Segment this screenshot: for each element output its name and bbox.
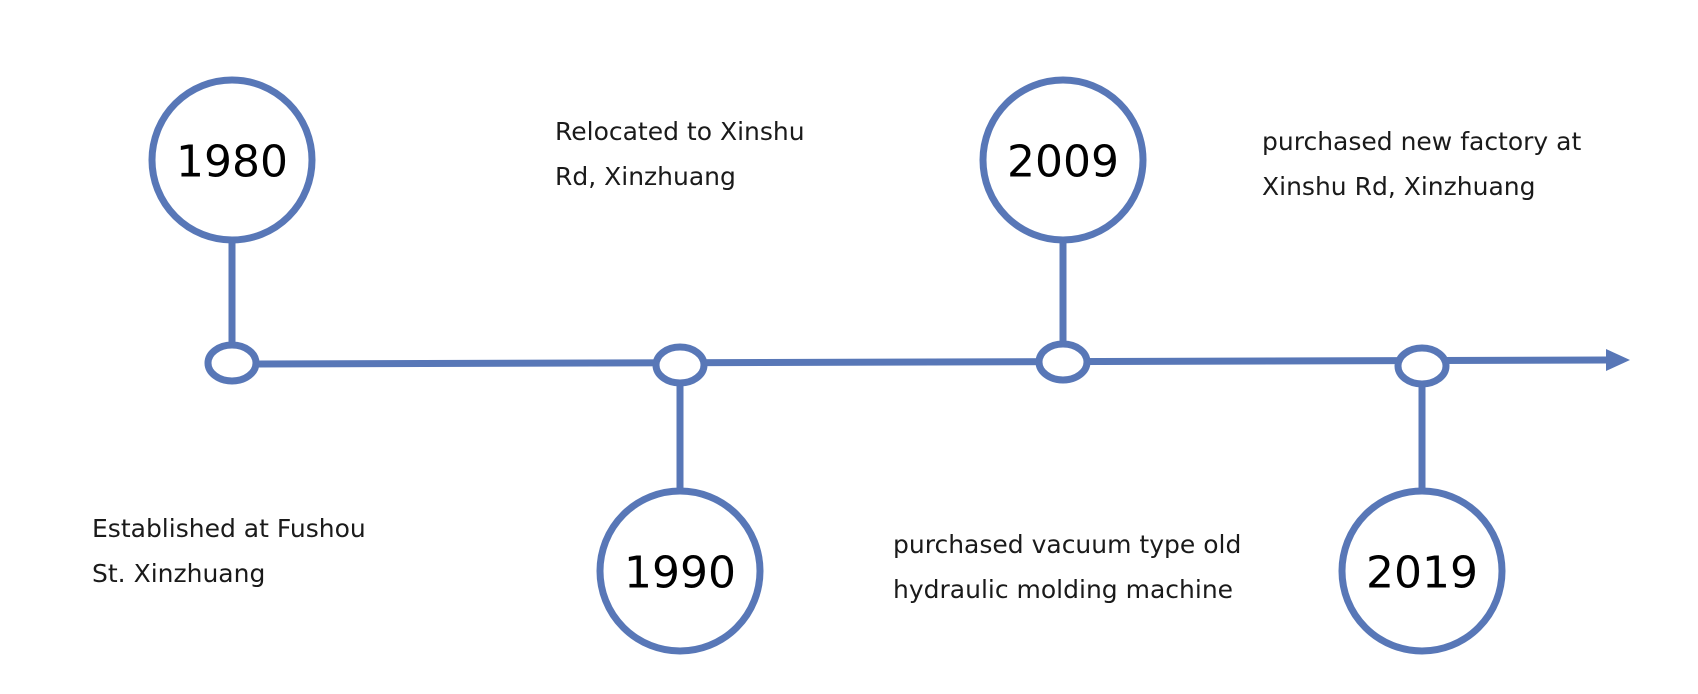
milestone-1980: 1980: [148, 76, 316, 385]
timeline-node: [1394, 344, 1450, 388]
event-line: Established at Fushou: [92, 514, 366, 543]
event-description-1980: Established at Fushou St. Xinzhuang: [92, 506, 366, 596]
year-label: 1990: [624, 548, 736, 599]
year-bubble: [979, 76, 1147, 244]
year-bubble: [1338, 487, 1506, 655]
event-line: purchased vacuum type old: [893, 530, 1242, 559]
timeline-axis: [255, 356, 1609, 368]
milestone-2009: 2009: [979, 76, 1147, 384]
event-line: hydraulic molding machine: [893, 575, 1234, 604]
milestone-1990: 1990: [596, 343, 764, 655]
year-label: 1980: [176, 137, 288, 188]
milestone-2019: 2019: [1338, 344, 1506, 655]
event-description-2009: purchased vacuum type old hydraulic mold…: [893, 522, 1241, 612]
event-line: Xinshu Rd, Xinzhuang: [1262, 172, 1536, 201]
year-bubble: [148, 76, 316, 244]
year-label: 2019: [1366, 548, 1478, 599]
timeline-node: [204, 341, 260, 385]
event-description-2019: purchased new factory at Xinshu Rd, Xinz…: [1262, 119, 1581, 209]
event-line: St. Xinzhuang: [92, 559, 266, 588]
event-description-1990: Relocated to Xinshu Rd, Xinzhuang: [555, 109, 805, 199]
year-label: 2009: [1007, 137, 1119, 188]
year-bubble: [596, 487, 764, 655]
timeline-arrowhead: [1606, 349, 1630, 371]
event-line: Relocated to Xinshu: [555, 117, 805, 146]
timeline-node: [1035, 340, 1091, 384]
timeline-node: [652, 343, 708, 387]
event-line: purchased new factory at: [1262, 127, 1582, 156]
event-line: Rd, Xinzhuang: [555, 162, 736, 191]
